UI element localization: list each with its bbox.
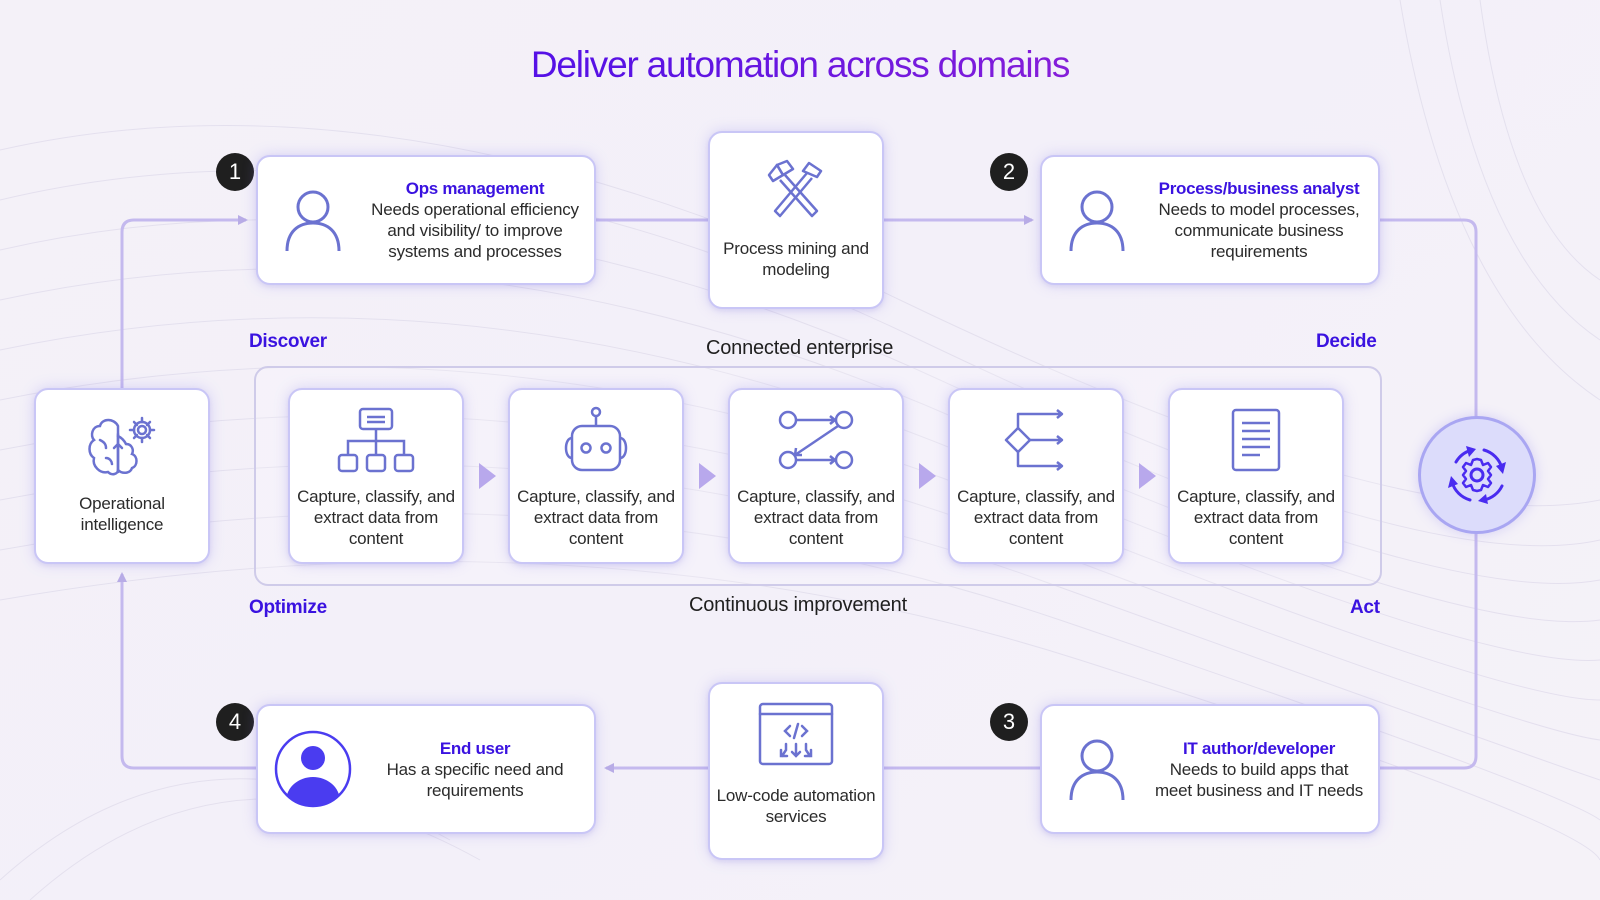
- stage-label-discover: Discover: [249, 331, 327, 352]
- persona-card-end-user[interactable]: End user Has a specific need and require…: [256, 704, 596, 834]
- persona-description: Needs to build apps that meet business a…: [1154, 759, 1364, 800]
- crossed-hammers-icon: [763, 159, 829, 224]
- tool-label: Process mining and modeling: [723, 239, 869, 279]
- section-label-connected-enterprise: Connected enterprise: [706, 337, 894, 359]
- document-icon: [1230, 406, 1282, 474]
- user-outline-icon: [1042, 187, 1152, 253]
- workflow-nodes-icon: [778, 406, 854, 474]
- capability-label: Capture, classify, and extract data from…: [737, 487, 895, 548]
- flow-arrow-2: [699, 463, 716, 489]
- flow-arrow-3: [919, 463, 936, 489]
- capability-label: Capture, classify, and extract data from…: [517, 487, 675, 548]
- persona-role: End user: [439, 738, 511, 758]
- tool-label: Low-code automation services: [716, 786, 876, 826]
- code-window-icon: [758, 702, 834, 771]
- persona-description: Needs to model processes, communicate bu…: [1158, 200, 1360, 261]
- capability-card-2[interactable]: Capture, classify, and extract data from…: [508, 388, 684, 564]
- persona-card-it-developer[interactable]: IT author/developer Needs to build apps …: [1040, 704, 1380, 834]
- page-title: Deliver automation across domains: [0, 44, 1600, 86]
- persona-role: IT author/developer: [1182, 738, 1336, 758]
- flow-arrow-4: [1139, 463, 1156, 489]
- tool-label: Operational intelligence: [79, 494, 165, 534]
- robot-icon: [558, 406, 634, 474]
- capability-card-4[interactable]: Capture, classify, and extract data from…: [948, 388, 1124, 564]
- persona-description: Needs operational efficiency and visibil…: [371, 200, 579, 261]
- tool-card-process-mining[interactable]: Process mining and modeling: [708, 131, 884, 309]
- persona-role: Ops management: [405, 179, 545, 198]
- flow-arrow-1: [479, 463, 496, 489]
- org-chart-icon: [336, 406, 416, 474]
- persona-description: Has a specific need and requirements: [386, 759, 564, 800]
- capability-label: Capture, classify, and extract data from…: [1177, 487, 1335, 548]
- capability-card-5[interactable]: Capture, classify, and extract data from…: [1168, 388, 1344, 564]
- tool-card-low-code[interactable]: Low-code automation services: [708, 682, 884, 860]
- step-badge-1: 1: [216, 153, 254, 191]
- step-badge-4: 4: [216, 703, 254, 741]
- step-badge-3: 3: [990, 703, 1028, 741]
- user-outline-icon: [1042, 736, 1152, 802]
- persona-card-process-business-analyst[interactable]: Process/business analyst Needs to model …: [1040, 155, 1380, 285]
- capability-label: Capture, classify, and extract data from…: [957, 487, 1115, 548]
- decision-branch-icon: [1004, 406, 1068, 474]
- gear-cycle-icon: [1418, 416, 1536, 534]
- stage-label-decide: Decide: [1316, 331, 1377, 352]
- user-filled-circle-icon: [258, 729, 368, 809]
- stage-label-act: Act: [1350, 597, 1380, 618]
- capability-card-1[interactable]: Capture, classify, and extract data from…: [288, 388, 464, 564]
- tool-card-operational-intelligence[interactable]: Operational intelligence: [34, 388, 210, 564]
- capability-card-3[interactable]: Capture, classify, and extract data from…: [728, 388, 904, 564]
- section-label-continuous-improvement: Continuous improvement: [689, 594, 907, 616]
- step-badge-2: 2: [990, 153, 1028, 191]
- brain-gear-icon: [86, 414, 158, 483]
- user-outline-icon: [258, 187, 368, 253]
- capability-label: Capture, classify, and extract data from…: [297, 487, 455, 548]
- connector-opint-to-ops: [120, 215, 248, 388]
- persona-card-ops-management[interactable]: Ops management Needs operational efficie…: [256, 155, 596, 285]
- persona-role: Process/business analyst: [1158, 179, 1360, 198]
- stage-label-optimize: Optimize: [249, 597, 327, 618]
